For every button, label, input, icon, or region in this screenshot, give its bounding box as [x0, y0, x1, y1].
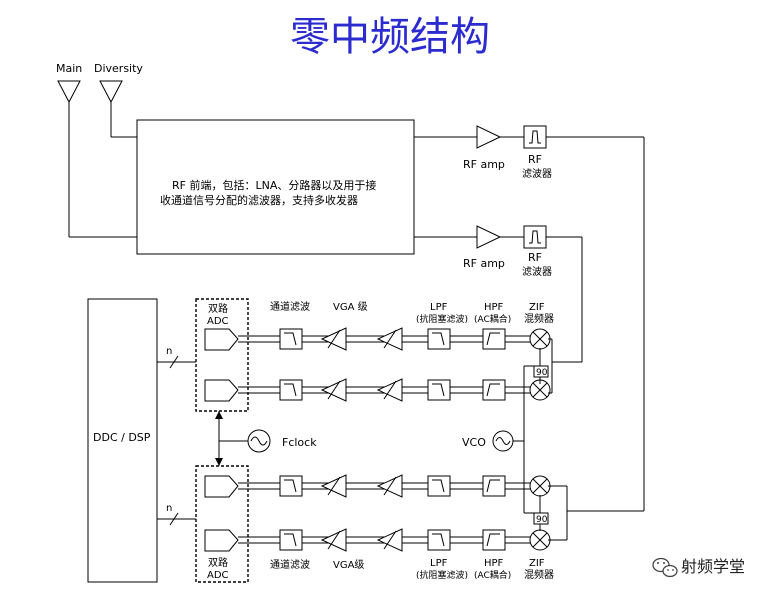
main-antenna-label: Main — [56, 62, 82, 75]
ddc-dsp-block — [87, 298, 158, 583]
rf-filter-icon — [523, 225, 547, 249]
channel-filter-icon — [279, 529, 303, 551]
rf-filter-label-1: RF — [528, 153, 542, 166]
hpf-icon — [482, 379, 506, 401]
watermark-text: 射频学堂 — [681, 557, 745, 576]
ddc-dsp-label: DDC / DSP — [93, 431, 151, 444]
fclock-label: Fclock — [282, 436, 317, 449]
rf-front-end-text-2: 收通道信号分配的滤波器，支持多收发器 — [160, 193, 358, 207]
adc-icon — [204, 328, 239, 351]
wechat-logo-icon — [652, 557, 678, 578]
lpf-icon — [427, 379, 451, 401]
lpf-label: LPF — [430, 558, 448, 569]
phase-shift-90-box — [533, 512, 549, 525]
rf-amp-icon — [476, 225, 502, 249]
hpf-icon — [482, 475, 506, 497]
adc-icon — [204, 379, 239, 402]
lpf-label: LPF — [430, 302, 448, 313]
hpf-label: HPF — [484, 558, 504, 569]
lpf-icon — [427, 475, 451, 497]
dual-adc-bottom — [195, 465, 249, 583]
vco-label: VCO — [462, 436, 486, 449]
page-title: 零中频结构 — [290, 14, 490, 60]
mixer-label: 混频器 — [524, 568, 554, 581]
zif-label: ZIF — [529, 558, 545, 569]
rf-amp-label: RF amp — [463, 257, 505, 270]
adc-icon — [204, 529, 239, 552]
lpf-icon — [427, 529, 451, 551]
bus-width-label: n — [166, 503, 172, 514]
rf-front-end-block — [136, 119, 415, 255]
bus-width-label: n — [166, 346, 172, 357]
diversity-antenna — [99, 80, 137, 138]
channel-filter-label: 通道滤波 — [270, 300, 310, 313]
lpf-icon — [427, 328, 451, 350]
adc-icon — [204, 475, 239, 498]
hpf-icon — [482, 529, 506, 551]
channel-filter-icon — [279, 475, 303, 497]
channel-filter-icon — [279, 328, 303, 350]
vga-label: VGA 级 — [333, 301, 368, 313]
mixer-label: 混频器 — [524, 312, 554, 325]
rf-filter-icon — [523, 125, 547, 149]
adc-label-1: 双路 — [208, 556, 228, 569]
diversity-antenna-label: Diversity — [94, 62, 143, 75]
phase-label: 90 — [536, 515, 548, 525]
vco-oscillator-icon — [492, 430, 524, 452]
dual-adc-top — [195, 298, 249, 412]
hpf-sub-label: (AC耦合) — [474, 569, 511, 581]
main-antenna — [57, 80, 137, 238]
rf-filter-label-1: RF — [528, 251, 542, 264]
rf-filter-label-2: 滤波器 — [522, 265, 552, 278]
channel-filter-icon — [279, 379, 303, 401]
vga-label: VGA级 — [333, 559, 364, 571]
lpf-sub-label: (抗阻塞滤波) — [416, 313, 468, 325]
fclock-oscillator-icon — [247, 429, 271, 453]
rf-filter-label-2: 滤波器 — [522, 167, 552, 180]
rf-front-end-text-1: RF 前端，包括：LNA、分路器以及用于接 — [172, 178, 376, 192]
rf-amp-icon — [476, 125, 502, 149]
hpf-sub-label: (AC耦合) — [474, 313, 511, 325]
zif-label: ZIF — [529, 302, 545, 313]
phase-label: 90 — [536, 368, 548, 378]
lpf-sub-label: (抗阻塞滤波) — [416, 569, 468, 581]
hpf-label: HPF — [484, 302, 504, 313]
phase-shift-90-box — [533, 365, 549, 378]
adc-label-2: ADC — [207, 316, 229, 327]
adc-label-1: 双路 — [208, 302, 228, 315]
adc-label-2: ADC — [207, 570, 229, 581]
channel-filter-label: 通道滤波 — [270, 558, 310, 571]
rf-amp-label: RF amp — [463, 158, 505, 171]
lo-network: 90 90 — [523, 338, 644, 541]
hpf-icon — [482, 328, 506, 350]
